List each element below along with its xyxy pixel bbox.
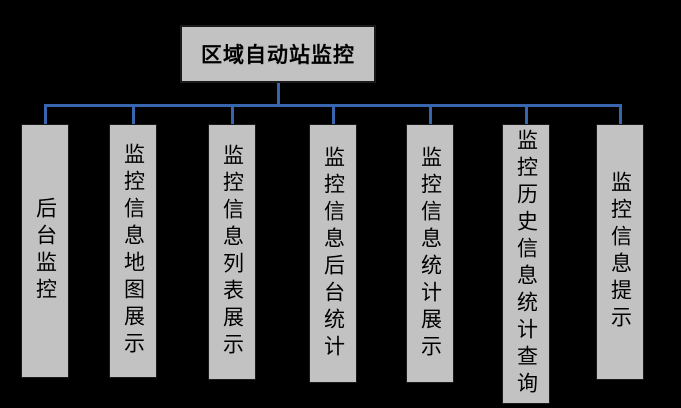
node-monitoring-info-backstage-stats: 监控信息后台统计 (309, 124, 357, 383)
connector-root-stem (276, 83, 280, 106)
node-monitoring-info-map-display: 监控信息地图展示 (109, 124, 157, 378)
connector-drop-7 (618, 104, 622, 125)
root-node-label: 区域自动站监控 (201, 43, 355, 67)
connector-drop-6 (524, 104, 528, 125)
node-backstage-monitoring-label: 后台监控 (33, 197, 58, 305)
connector-drop-4 (331, 104, 335, 125)
node-monitoring-info-list-display-label: 监控信息列表展示 (220, 144, 245, 360)
node-monitoring-info-backstage-stats-label: 监控信息后台统计 (321, 145, 346, 362)
connector-drop-2 (131, 104, 135, 125)
node-monitoring-info-list-display: 监控信息列表展示 (208, 124, 256, 380)
connector-drop-5 (428, 104, 432, 125)
connector-drop-3 (230, 104, 234, 125)
node-monitoring-history-stats-query: 监控历史信息统计查询 (502, 124, 550, 404)
node-monitoring-info-alert: 监控信息提示 (596, 124, 644, 380)
node-monitoring-info-alert-label: 监控信息提示 (608, 171, 633, 333)
node-monitoring-history-stats-query-label: 监控历史信息统计查询 (514, 129, 539, 399)
connector-drop-1 (43, 104, 47, 125)
node-monitoring-info-stats-display-label: 监控信息统计展示 (418, 145, 443, 362)
root-node: 区域自动站监控 (180, 25, 376, 83)
node-monitoring-info-stats-display: 监控信息统计展示 (406, 124, 454, 383)
node-backstage-monitoring: 后台监控 (21, 124, 69, 378)
node-monitoring-info-map-display-label: 监控信息地图展示 (121, 143, 146, 359)
